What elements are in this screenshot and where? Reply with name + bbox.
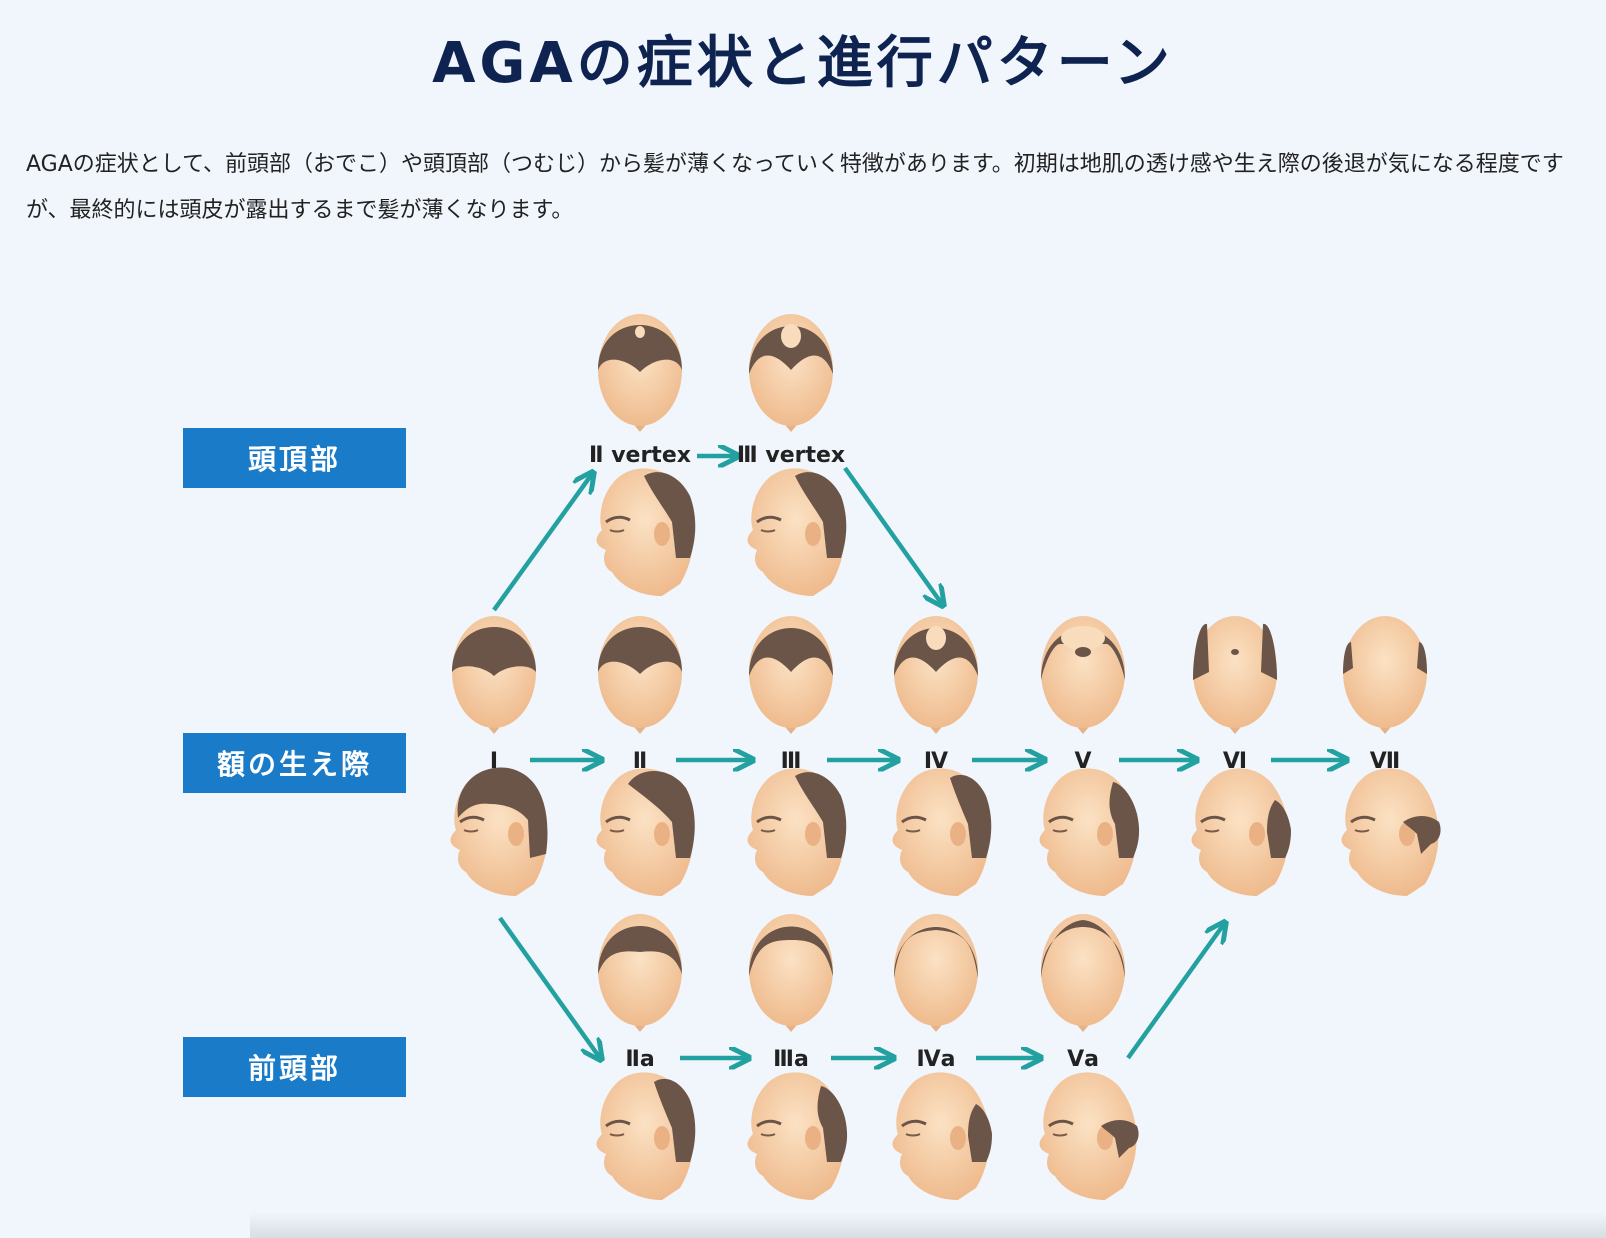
top-view-head-frontal-3	[749, 914, 833, 1032]
arrow-to-frontal	[498, 916, 600, 1058]
stage-label-frontal-2: Ⅱa	[625, 1047, 654, 1072]
side-view-head-frontal-3	[747, 1072, 848, 1200]
top-view-head-3	[749, 616, 833, 734]
top-view-head-1	[452, 616, 536, 734]
side-view-head-3	[747, 768, 847, 896]
page-title: AGAの症状と進行パターン	[432, 31, 1174, 96]
side-view-head-4	[892, 768, 992, 896]
stage-label-2: Ⅱ	[633, 749, 648, 774]
side-view-head-frontal-2	[596, 1072, 696, 1200]
side-view-head-5	[1039, 768, 1140, 896]
side-view-head-6	[1191, 768, 1291, 896]
stage-label-frontal-5: Ⅴa	[1067, 1047, 1099, 1072]
side-view-head-vertex-2	[596, 468, 696, 596]
top-view-head-6	[1193, 616, 1277, 734]
stage-label-1: Ⅰ	[490, 749, 498, 774]
top-view-head-frontal-4	[894, 914, 978, 1032]
top-view-head-vertex-3	[749, 314, 833, 432]
stage-label-vertex-3: Ⅲ vertex	[737, 443, 845, 468]
side-view-head-vertex-3	[747, 468, 847, 596]
stage-label-3: Ⅲ	[781, 749, 802, 774]
top-view-head-5	[1041, 616, 1125, 734]
stage-label-4: Ⅳ	[924, 749, 949, 774]
top-view-head-frontal-5	[1041, 914, 1125, 1032]
category-hairline: 額の生え際	[183, 733, 406, 793]
arrow-from-vertex	[843, 466, 942, 604]
top-view-head-2	[598, 616, 682, 734]
side-view-head-frontal-5	[1039, 1072, 1139, 1200]
intro-text: AGAの症状として、前頭部（おでこ）や頭頂部（つむじ）から髪が薄くなっていく特徴…	[26, 152, 1564, 223]
stage-label-6: Ⅵ	[1223, 749, 1247, 774]
top-view-head-4	[894, 616, 978, 734]
top-view-head-vertex-2	[598, 314, 682, 432]
arrow-from-frontal	[1126, 924, 1224, 1060]
side-view-head-2	[596, 768, 695, 896]
top-view-head-7	[1343, 616, 1427, 734]
top-view-head-frontal-2	[598, 914, 682, 1032]
arrow-to-vertex	[492, 474, 592, 612]
bottom-shade	[250, 1212, 1606, 1238]
stage-label-vertex-2: Ⅱ vertex	[589, 443, 691, 468]
category-vertex: 頭頂部	[183, 428, 406, 488]
stage-label-frontal-4: Ⅳa	[916, 1047, 955, 1072]
stage-label-7: Ⅶ	[1370, 749, 1401, 774]
stage-label-frontal-3: Ⅲa	[773, 1047, 809, 1072]
side-view-head-7	[1341, 768, 1441, 896]
category-frontal: 前頭部	[183, 1037, 406, 1097]
side-view-head-1	[450, 767, 548, 896]
side-view-head-frontal-4	[892, 1072, 992, 1200]
stage-label-5: Ⅴ	[1074, 749, 1091, 774]
